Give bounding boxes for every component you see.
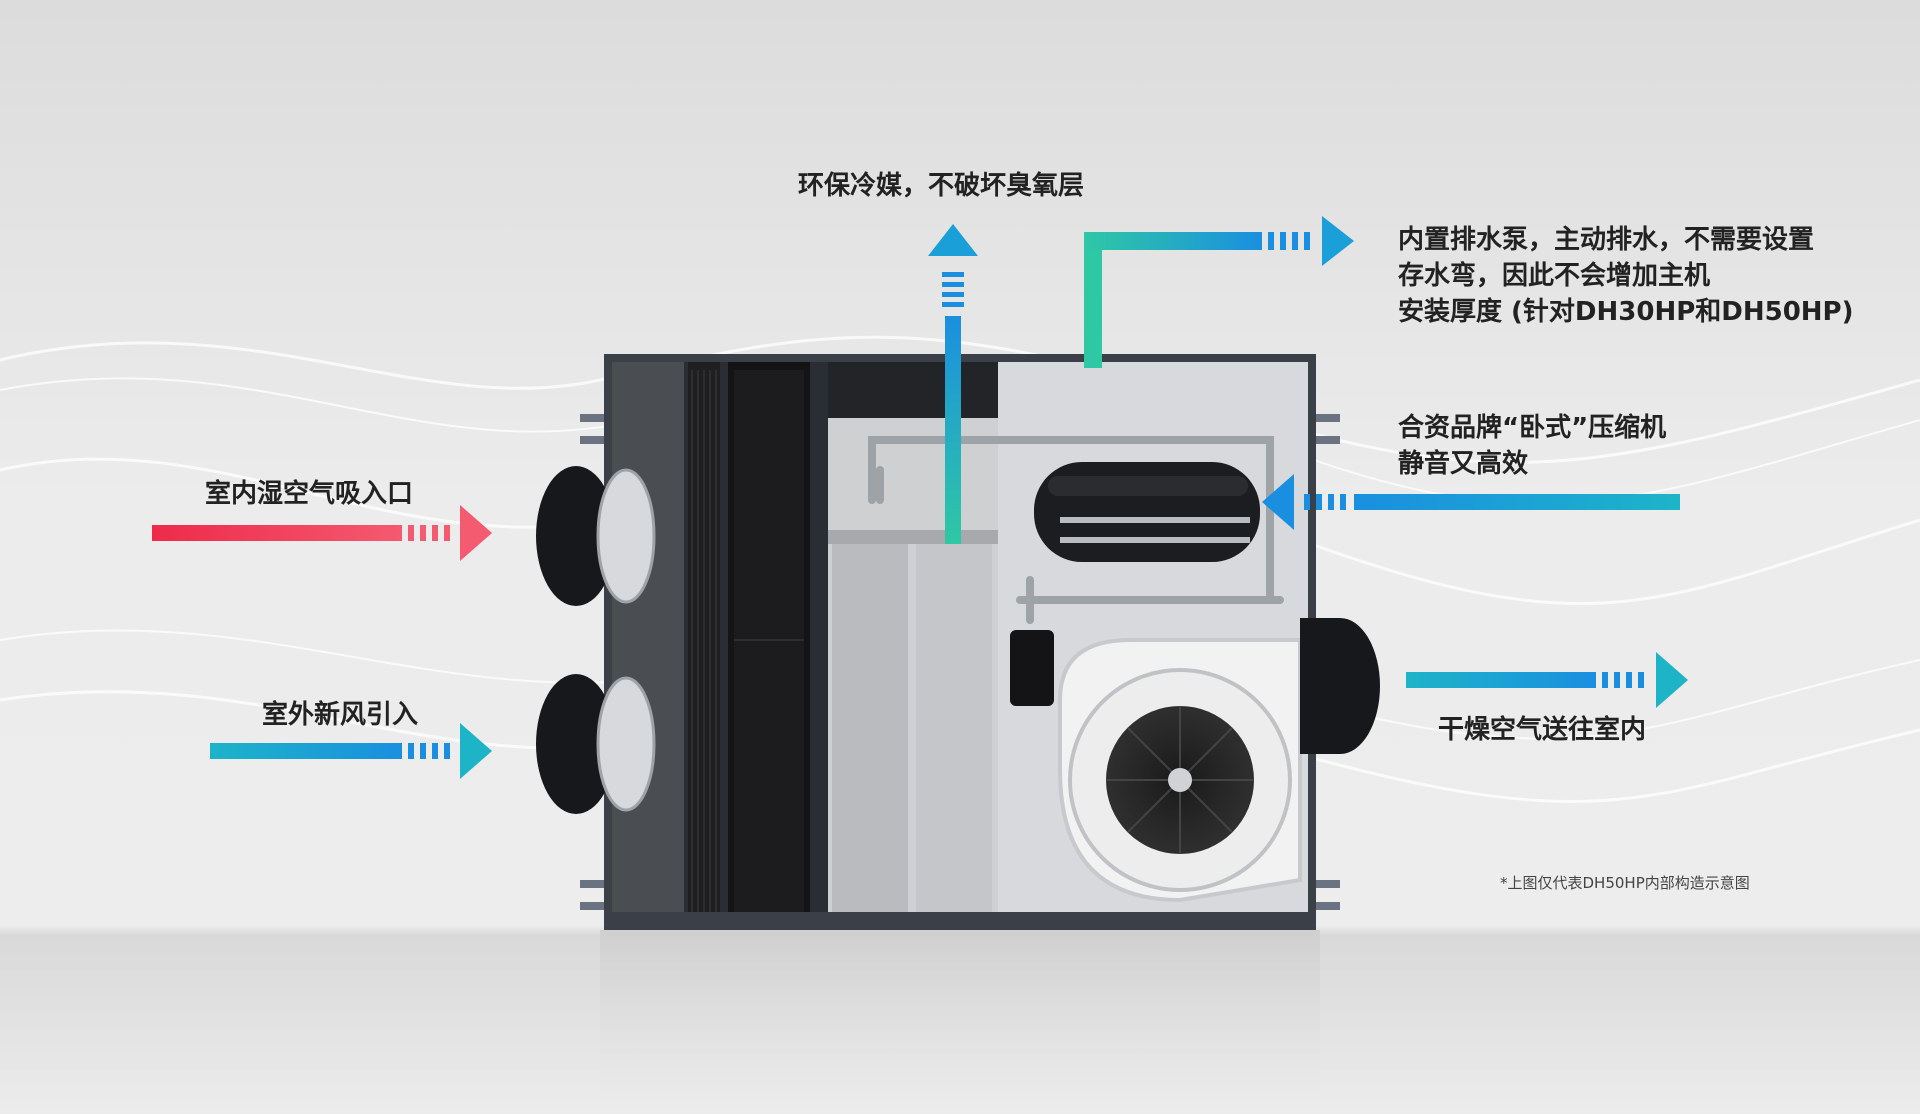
arrow-compressor-pointer [1262,474,1680,530]
label-dry-air-outlet: 干燥空气送往室内 [1438,715,1647,745]
arrow-refrigerant-up [928,224,978,544]
arrow-humid-air-in [152,505,492,561]
arrow-drain-elbow [1084,216,1354,368]
arrow-dry-air-out [1406,652,1688,708]
floor-reflection [600,930,1320,1114]
label-drain-pump: 内置排水泵，主动排水，不需要设置 存水弯，因此不会增加主机 安装厚度 (针对DH… [1398,225,1854,327]
label-humid-air-inlet: 室内湿空气吸入口 [205,479,414,509]
arrow-fresh-air-in [210,723,492,779]
duct-outlet [1300,618,1380,754]
dehumidifier-unit [536,354,1380,930]
duct-inlet-bottom [536,674,656,814]
label-refrigerant: 环保冷媒，不破坏臭氧层 [798,171,1085,201]
footnote: *上图仅代表DH50HP内部构造示意图 [1500,874,1750,892]
label-fresh-air-inlet: 室外新风引入 [262,700,419,730]
duct-inlet-top [536,466,656,606]
label-compressor: 合资品牌“卧式”压缩机 静音又高效 [1398,413,1667,479]
